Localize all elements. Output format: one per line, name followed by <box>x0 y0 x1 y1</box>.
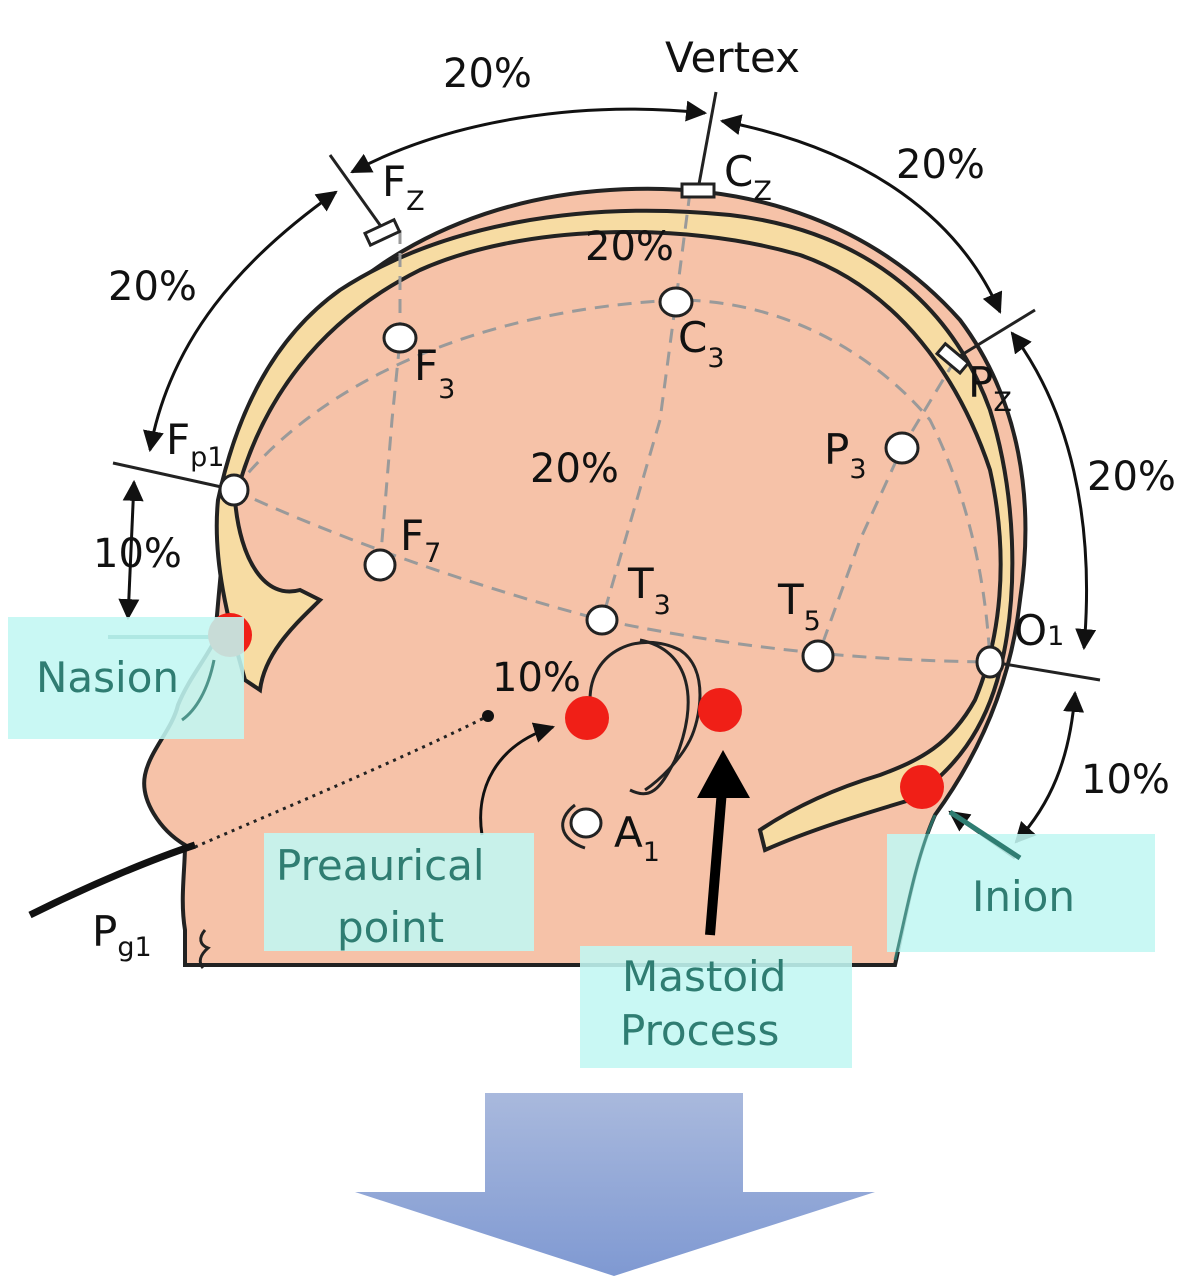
electrode-f7 <box>365 550 395 580</box>
pct-front-lower: 10% <box>93 531 182 577</box>
pct-back-upper: 20% <box>1087 454 1176 500</box>
electrode-a1 <box>571 809 601 837</box>
fz-tick <box>330 155 385 232</box>
preaurical-dot <box>482 710 494 722</box>
nasion-label: Nasion <box>36 653 179 702</box>
pct-inner-top: 20% <box>585 224 674 270</box>
electrode-f3 <box>384 324 416 352</box>
label-fp1: Fp1 <box>166 415 225 473</box>
electrode-fp1 <box>220 475 248 505</box>
pct-near-ear: 10% <box>492 655 581 701</box>
vertex-label: Vertex <box>665 33 800 82</box>
preaurical-label-line1: Preaurical <box>276 841 485 890</box>
preaurical-point-dot <box>565 696 609 740</box>
label-pg1: Pg1 <box>92 907 152 963</box>
electrode-c3 <box>660 288 692 316</box>
mastoid-label-line2: Process <box>620 1006 779 1055</box>
cz-electrode-pad <box>682 184 714 197</box>
inion-label: Inion <box>972 872 1075 921</box>
electrode-o1 <box>977 647 1003 677</box>
pct-vertex-left: 20% <box>443 51 532 97</box>
pct-vertex-right: 20% <box>896 142 985 188</box>
jaw-line <box>30 845 195 915</box>
mastoid-label-line1: Mastoid <box>622 952 786 1001</box>
pct-back-lower: 10% <box>1081 757 1170 803</box>
label-fz: FZ <box>382 157 425 217</box>
vertex-tick <box>697 92 716 195</box>
label-o1: O1 <box>1014 606 1064 655</box>
mastoid-dot <box>698 688 742 732</box>
o1-tick <box>992 662 1100 680</box>
big-down-arrow <box>355 1093 875 1276</box>
pct-front-upper: 20% <box>108 264 197 310</box>
pct-inner-mid: 20% <box>530 446 619 492</box>
preaurical-label-line2: point <box>337 903 444 952</box>
electrode-t5 <box>803 641 833 671</box>
electrode-p3 <box>886 433 918 463</box>
inion-dot <box>900 765 944 809</box>
fz-electrode-pad <box>365 220 399 245</box>
electrode-t3 <box>587 606 617 634</box>
